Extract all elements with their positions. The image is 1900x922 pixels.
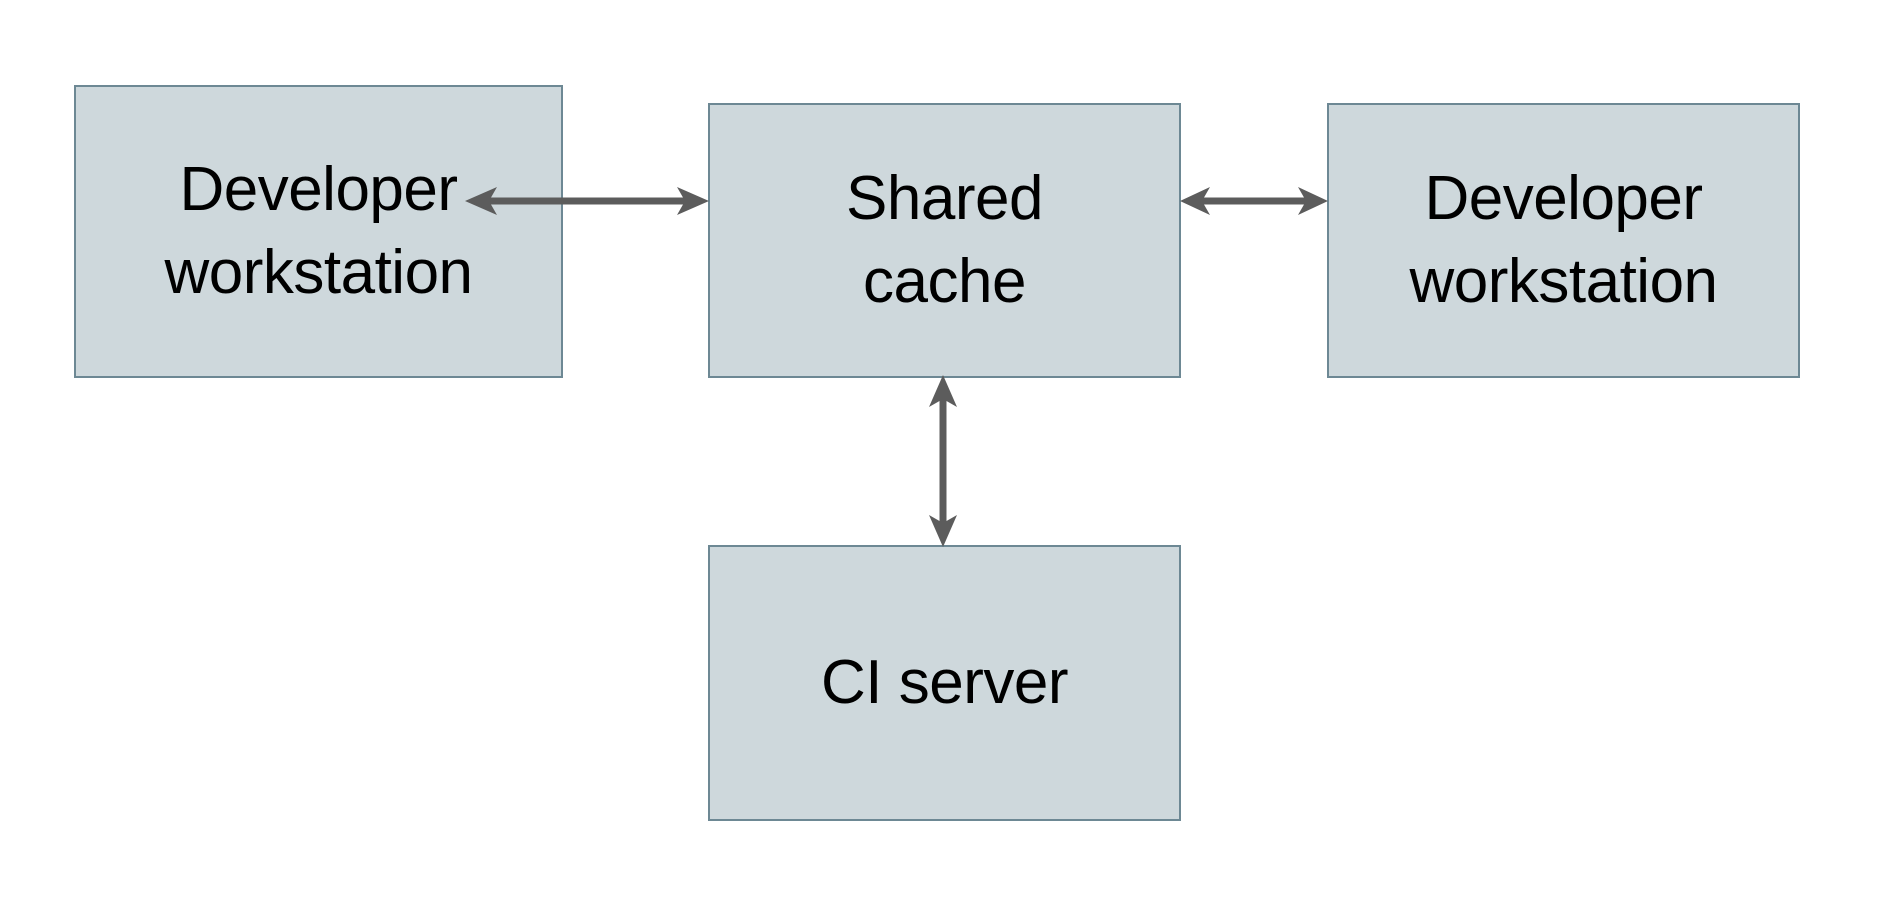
node-ci-server[interactable]: CI server — [708, 545, 1181, 821]
connector-shared-cache-to-dev-right — [1180, 187, 1328, 215]
double-arrow-horizontal-icon — [1180, 187, 1328, 215]
connector-dev-left-to-shared-cache — [465, 187, 709, 215]
connector-shared-cache-to-ci-server — [929, 375, 957, 547]
node-shared-cache[interactable]: Shared cache — [708, 103, 1181, 378]
double-arrow-horizontal-icon — [465, 187, 709, 215]
node-developer-workstation-right[interactable]: Developer workstation — [1327, 103, 1800, 378]
node-label: Developer workstation — [1409, 164, 1718, 316]
node-label: Developer workstation — [164, 155, 473, 307]
node-label: Shared cache — [846, 164, 1043, 316]
node-label: CI server — [821, 647, 1068, 717]
double-arrow-vertical-icon — [929, 375, 957, 547]
node-developer-workstation-left[interactable]: Developer workstation — [74, 85, 563, 378]
